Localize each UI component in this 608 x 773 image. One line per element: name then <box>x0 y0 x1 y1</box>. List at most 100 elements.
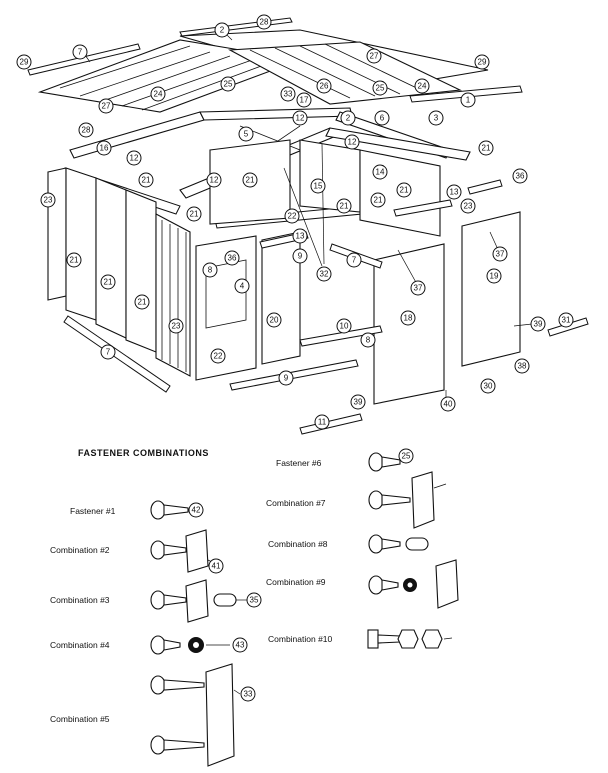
callout-18: 18 <box>400 310 416 326</box>
door-track <box>393 199 453 217</box>
callout-8: 8 <box>202 262 218 278</box>
svg-text:9: 9 <box>284 374 289 383</box>
svg-text:21: 21 <box>190 210 199 219</box>
svg-text:21: 21 <box>400 186 409 195</box>
svg-text:21: 21 <box>138 298 147 307</box>
callout-21: 21 <box>478 140 494 156</box>
screw-icon <box>150 635 166 655</box>
svg-text:13: 13 <box>450 188 459 197</box>
svg-text:21: 21 <box>104 278 113 287</box>
svg-text:40: 40 <box>444 400 453 409</box>
fastener-label-8: Combination #8 <box>268 539 328 549</box>
spacer-icon <box>405 537 429 551</box>
svg-text:23: 23 <box>44 196 53 205</box>
lock-nut-icon <box>421 629 443 649</box>
callout-23: 23 <box>40 192 56 208</box>
screw-icon <box>368 534 384 554</box>
fastener-label-7: Combination #7 <box>266 498 326 508</box>
roof-panel-right <box>228 41 462 105</box>
callout-7: 7 <box>100 344 116 360</box>
callout-21: 21 <box>138 172 154 188</box>
svg-text:21: 21 <box>340 202 349 211</box>
svg-text:20: 20 <box>270 316 279 325</box>
fastener-callout-25: 25 <box>398 448 414 464</box>
callout-21: 21 <box>396 182 412 198</box>
svg-text:21: 21 <box>246 176 255 185</box>
svg-text:23: 23 <box>464 202 473 211</box>
callout-11: 11 <box>314 414 330 430</box>
callout-21: 21 <box>336 198 352 214</box>
callout-17: 17 <box>296 92 312 108</box>
bolt-icon <box>377 634 401 644</box>
callout-37: 37 <box>492 246 508 262</box>
svg-text:7: 7 <box>352 256 357 265</box>
callout-9: 9 <box>278 370 294 386</box>
callout-21: 21 <box>66 252 82 268</box>
callout-10: 10 <box>336 318 352 334</box>
svg-text:11: 11 <box>318 418 327 427</box>
callout-13: 13 <box>446 184 462 200</box>
svg-text:7: 7 <box>106 348 111 357</box>
svg-text:8: 8 <box>208 266 213 275</box>
callout-15: 15 <box>310 178 326 194</box>
roof-assembly <box>27 17 523 113</box>
screw-icon <box>150 500 189 520</box>
svg-text:14: 14 <box>376 168 385 177</box>
fastener-label-3: Combination #3 <box>50 595 110 605</box>
callout-21: 21 <box>370 192 386 208</box>
callout-12: 12 <box>206 172 222 188</box>
svg-text:2: 2 <box>220 26 225 35</box>
corner-post-front <box>155 213 191 377</box>
screw-icon <box>368 575 384 595</box>
fastener-label-10: Combination #10 <box>268 634 333 644</box>
callout-39: 39 <box>350 394 366 410</box>
svg-text:10: 10 <box>340 322 349 331</box>
fastener-label-2: Combination #2 <box>50 545 110 555</box>
svg-text:21: 21 <box>70 256 79 265</box>
svg-text:2: 2 <box>346 114 351 123</box>
svg-text:7: 7 <box>78 48 83 57</box>
fastener-label-6: Fastener #6 <box>276 458 322 468</box>
callout-36: 36 <box>512 168 528 184</box>
callout-40: 40 <box>440 396 456 412</box>
svg-text:18: 18 <box>404 314 413 323</box>
fastener-callout-43: 43 <box>232 637 248 653</box>
floor-rails <box>63 179 589 435</box>
svg-text:16: 16 <box>100 144 109 153</box>
screw-icon <box>368 490 384 510</box>
svg-text:25: 25 <box>376 84 385 93</box>
svg-text:12: 12 <box>130 154 139 163</box>
svg-text:24: 24 <box>154 90 163 99</box>
ridge-beam <box>199 107 353 121</box>
svg-text:3: 3 <box>434 114 439 123</box>
callout-9: 9 <box>292 248 308 264</box>
svg-text:4: 4 <box>240 282 245 291</box>
svg-text:5: 5 <box>244 130 249 139</box>
panel-clip-icon <box>185 579 209 623</box>
callout-25: 25 <box>372 80 388 96</box>
callout-23: 23 <box>460 198 476 214</box>
svg-text:22: 22 <box>214 352 223 361</box>
fastener-graphics <box>150 452 459 767</box>
callout-29: 29 <box>474 54 490 70</box>
callout-12: 12 <box>344 134 360 150</box>
svg-text:32: 32 <box>320 270 329 279</box>
callout-27: 27 <box>98 98 114 114</box>
svg-text:38: 38 <box>518 362 527 371</box>
callout-24: 24 <box>150 86 166 102</box>
callout-7: 7 <box>72 44 88 60</box>
panel-strip-icon <box>205 663 235 767</box>
fastener-callout-33: 33 <box>240 686 256 702</box>
svg-text:29: 29 <box>478 58 487 67</box>
svg-text:27: 27 <box>102 102 111 111</box>
rear-wall-panel-2 <box>299 139 361 213</box>
wall-panel-left-1 <box>65 167 97 321</box>
fastener-callout-41: 41 <box>208 558 224 574</box>
callout-23: 23 <box>168 318 184 334</box>
svg-text:26: 26 <box>320 82 329 91</box>
callout-36: 36 <box>224 250 240 266</box>
callout-6: 6 <box>374 110 390 126</box>
svg-text:31: 31 <box>562 316 571 325</box>
callout-21: 21 <box>100 274 116 290</box>
